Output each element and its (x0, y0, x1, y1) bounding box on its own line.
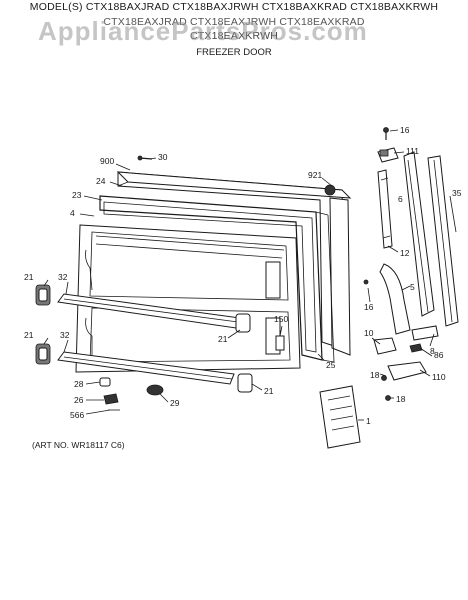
callout-12: 12 (400, 248, 410, 258)
callout-4: 4 (70, 208, 75, 218)
callout-26: 26 (74, 395, 84, 405)
handle-mount (363, 263, 411, 335)
callout-900: 900 (100, 156, 114, 166)
callout-21-lower-left: 21 (24, 330, 34, 340)
callout-921: 921 (308, 170, 322, 180)
callout-29: 29 (170, 398, 180, 408)
callout-32-lower: 32 (60, 330, 70, 340)
callout-110: 110 (432, 372, 446, 382)
callout-18-right: 18 (396, 394, 406, 404)
callout-24: 24 (96, 176, 106, 186)
door-handle-trim (403, 151, 459, 327)
callout-25: 25 (326, 360, 336, 370)
owner-manual (319, 385, 361, 449)
door-gasket-frame (99, 195, 335, 363)
callout-32-upper: 32 (58, 272, 68, 282)
hinge-top (377, 147, 399, 163)
watermark: AppliancePartsPros.com (38, 16, 368, 46)
hinge-bottom (373, 325, 439, 401)
door-bar-lower (57, 351, 235, 385)
models-line-1: MODEL(S) CTX18BAXJRAD CTX18BAXJRWH CTX18… (29, 1, 439, 13)
hinge-bracket (377, 169, 393, 249)
callout-28: 28 (74, 379, 84, 389)
callout-21-bottom: 21 (264, 386, 274, 396)
callout-16-top: 16 (400, 125, 410, 135)
callout-23: 23 (72, 190, 82, 200)
callout-566: 566 (70, 410, 84, 420)
callout-21-upper-left: 21 (24, 272, 34, 282)
callout-5: 5 (410, 282, 415, 292)
callout-86: 86 (434, 350, 444, 360)
models-line-2: CTX18EAXJRAD CTX18EAXJRWH CTX18EAXKRAD (103, 16, 365, 28)
art-number: (ART NO. WR18117 C6) (32, 440, 125, 450)
callout-8: 8 (430, 346, 435, 356)
callout-150: 150 (274, 314, 288, 324)
callout-18-left: 18 (370, 370, 380, 380)
callout-111: 111 (406, 146, 419, 156)
bar-end-caps (35, 284, 253, 393)
callout-10: 10 (364, 328, 374, 338)
callout-21-mid: 21 (218, 334, 228, 344)
callout-16-mid: 16 (364, 302, 374, 312)
outer-door-panel (116, 171, 352, 356)
inner-door-liner (75, 224, 301, 373)
leader-lines (43, 129, 457, 421)
section-title: FREEZER DOOR (196, 47, 272, 58)
callout-1: 1 (366, 416, 371, 426)
callout-30: 30 (158, 152, 168, 162)
callout-35: 35 (452, 188, 462, 198)
callout-6: 6 (398, 194, 403, 204)
screws (137, 127, 389, 196)
models-line-3: CTX18EAXKRWH (190, 30, 278, 42)
